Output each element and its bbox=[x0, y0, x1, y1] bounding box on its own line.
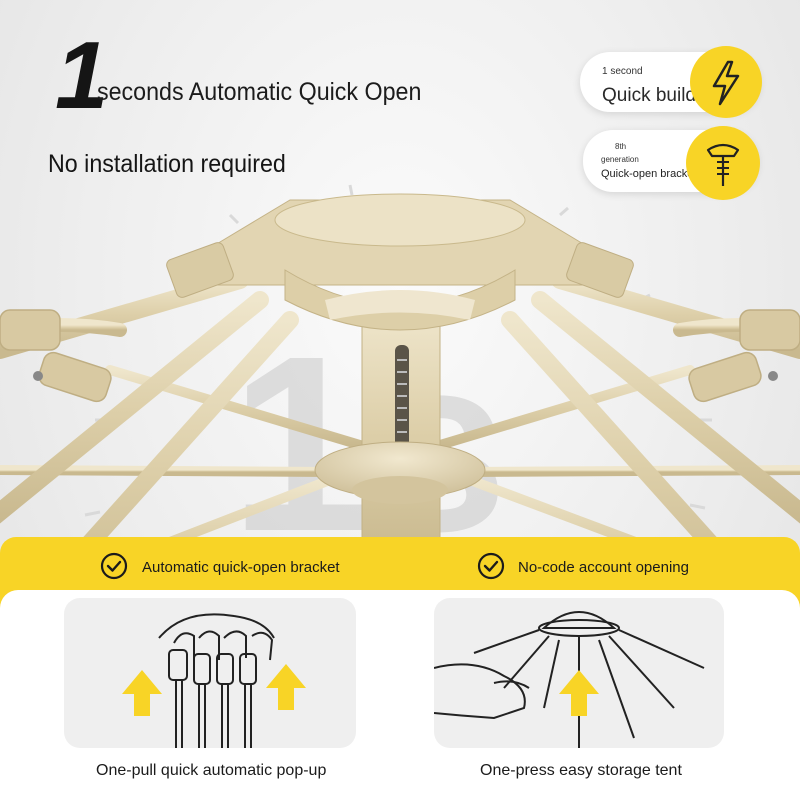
headline-number: 1 bbox=[55, 22, 108, 129]
illustration-caption: One-press easy storage tent bbox=[480, 762, 682, 779]
hands-pull-illustration bbox=[64, 598, 356, 748]
badge-small-label: 1 second bbox=[602, 66, 643, 77]
bracket-icon bbox=[686, 126, 760, 200]
hand-press-illustration bbox=[433, 598, 724, 748]
feature-label: No-code account opening bbox=[518, 559, 689, 576]
illustration-caption: One-pull quick automatic pop-up bbox=[96, 762, 327, 779]
badge-label: Quick build bbox=[602, 85, 696, 106]
feature-label: Automatic quick-open bracket bbox=[142, 559, 340, 576]
badge-small-label-2: generation bbox=[601, 155, 639, 164]
subheadline-text: No installation required bbox=[48, 150, 286, 178]
lightning-icon bbox=[690, 46, 762, 118]
badge-label: Quick-open bracket bbox=[601, 168, 697, 180]
badge-small-label: 8th bbox=[615, 142, 627, 151]
headline-text: seconds Automatic Quick Open bbox=[97, 78, 422, 106]
check-circle-icon bbox=[100, 552, 128, 580]
check-circle-icon bbox=[477, 552, 505, 580]
